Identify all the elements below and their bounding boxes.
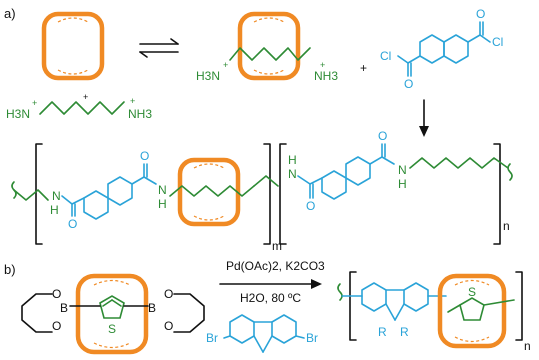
part-b-label: b): [4, 262, 16, 277]
thiophene-diboronate-rotaxane: S B O O B O O: [21, 273, 205, 355]
svg-text:Cl: Cl: [492, 35, 503, 49]
svg-text:Br: Br: [306, 331, 318, 345]
svg-text:R: R: [378, 325, 387, 339]
svg-text:O: O: [476, 7, 485, 21]
svg-text:S: S: [468, 285, 476, 299]
svg-text:N: N: [158, 183, 167, 197]
svg-text:R: R: [400, 325, 409, 339]
svg-text:+: +: [130, 96, 135, 106]
reaction-arrow-down: [419, 99, 429, 137]
free-diammonium-chain: H3N + NH3 + +: [6, 92, 152, 121]
svg-text:H3N: H3N: [6, 107, 30, 121]
pseudorotaxane: H3N + NH3 +: [196, 11, 338, 83]
svg-text:+: +: [83, 92, 88, 102]
svg-text:O: O: [306, 199, 315, 213]
svg-text:N: N: [398, 163, 407, 177]
polymer-product: n R R S: [337, 271, 531, 353]
svg-text:NH3: NH3: [128, 107, 152, 121]
dibromofluorene: Br Br: [206, 314, 318, 353]
svg-text:O: O: [52, 319, 61, 333]
ammonium-left-label: H3N: [196, 69, 220, 83]
equilibrium-arrow: [139, 38, 179, 58]
svg-text:n: n: [503, 219, 510, 233]
naphthalene-diacid-chloride: Cl O Cl O: [380, 7, 503, 91]
free-macrocycle: [41, 11, 105, 81]
svg-text:+: +: [320, 60, 325, 70]
conditions-line-2: H2O, 80 ºC: [240, 291, 301, 305]
svg-text:B: B: [148, 301, 156, 315]
svg-text:O: O: [140, 149, 149, 163]
svg-text:O: O: [164, 287, 173, 301]
part-a-label: a): [4, 6, 16, 21]
svg-text:H: H: [50, 203, 59, 217]
svg-text:Cl: Cl: [380, 49, 391, 63]
svg-text:+: +: [223, 60, 228, 70]
plus-sign: +: [360, 61, 367, 75]
svg-text:Br: Br: [206, 331, 218, 345]
svg-text:H: H: [288, 153, 297, 167]
svg-text:+: +: [32, 98, 37, 108]
polyamide-product: m n H N O O N H H N: [11, 129, 513, 253]
ammonium-right-label: NH3: [314, 69, 338, 83]
svg-text:H: H: [158, 197, 167, 211]
svg-text:O: O: [52, 287, 61, 301]
svg-text:H: H: [398, 177, 407, 191]
svg-text:N: N: [288, 167, 297, 181]
svg-text:O: O: [68, 217, 77, 231]
svg-text:m: m: [272, 239, 282, 253]
svg-text:N: N: [52, 189, 61, 203]
svg-text:O: O: [404, 77, 413, 91]
svg-text:B: B: [60, 301, 68, 315]
conditions-line-1: Pd(OAc)2, K2CO3: [226, 259, 325, 273]
svg-text:n: n: [524, 339, 531, 353]
svg-text:O: O: [378, 129, 387, 143]
suzuki-conditions: Pd(OAc)2, K2CO3 H2O, 80 ºC: [219, 259, 325, 305]
svg-text:O: O: [164, 319, 173, 333]
svg-text:S: S: [108, 322, 116, 336]
